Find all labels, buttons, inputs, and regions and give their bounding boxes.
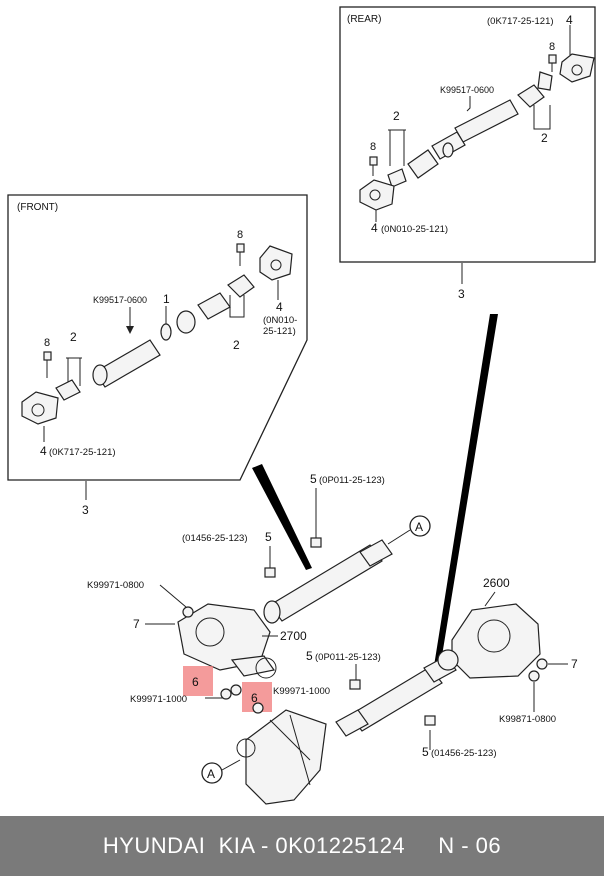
svg-text:A: A [207,767,215,781]
lower-label-6b: 6 [251,691,258,705]
highlight-label-6a [183,666,213,696]
lower-code-01456-bottom: (01456-25-123) [431,748,497,759]
rear-detail-box: (REAR) 4 (0K717-25-121) 8 K99517-0600 2 [339,6,596,263]
lower-label-5-mid: 5 [306,649,313,663]
upper-propeller-shaft [263,539,393,624]
front-label-k99517: K99517-0600 [93,295,147,305]
front-code-right-2: 25-121) [263,326,296,337]
rear-universal-joint-bottom [387,149,439,188]
rear-box-title: (REAR) [347,14,381,25]
rear-differential-2600 [437,603,541,679]
rear-label-4-top: 4 [566,13,573,27]
front-snap-ring [160,323,172,341]
lower-label-2600: 2600 [483,576,510,590]
front-detail-box: (FRONT) 8 4 (0N010- 25-121) 2 1 K99517-0… [7,194,308,481]
parts-diagram: (REAR) 4 (0K717-25-121) 8 K99517-0600 2 [7,6,596,805]
lower-code-5-top: (0P011-25-123) [319,475,385,486]
marker-a-top: A [409,515,431,537]
rear-flange-yoke-bottom [359,179,395,222]
rear-code-bottom: (0N010-25-121) [381,224,448,235]
marker-a-bottom: A [201,762,223,784]
lower-label-5-top: 5 [310,472,317,486]
nut-left-top [182,606,194,618]
front-label-8b: 8 [44,337,50,349]
rear-label-k99517: K99517-0600 [440,85,494,95]
nut-right-bottom [528,670,540,682]
front-code-bottom: (0K717-25-121) [49,447,116,458]
rear-label-8b: 8 [370,141,376,153]
bolt-5-bottom [424,715,436,726]
lower-label-k99971-1000-left: K99971-1000 [130,694,187,705]
bolt-5-top [310,537,322,548]
lower-label-7-right: 7 [571,657,578,671]
bolt-5-mid [349,679,361,690]
rear-leader-wedge [434,314,498,668]
nut-6a [220,688,232,700]
front-bolt-8-top [236,243,245,266]
front-label-1: 1 [163,292,170,306]
transfer-case [236,709,327,805]
front-label-8: 8 [237,229,243,241]
front-box-title: (FRONT) [17,202,58,213]
front-universal-joint-bottom [21,379,81,442]
rear-bolt-8-top [548,54,557,72]
nut-right-top [536,658,548,670]
nut-6b [230,684,242,696]
front-code-right-1: (0N010- [263,315,297,326]
rear-bolt-8-bottom [369,156,378,176]
front-label-2b: 2 [70,330,77,344]
rear-label-4-bottom: 4 [371,221,378,235]
front-dust-seal [176,310,196,334]
front-label-4-bottom: 4 [40,444,47,458]
rear-universal-joint-top [517,71,553,108]
lower-assembly: 5 (0P011-25-123) A (01456-25-123) 5 2700… [87,472,578,805]
front-label-4: 4 [276,300,283,314]
rear-callout-3: 3 [458,287,465,301]
rear-propeller-shaft [431,99,519,160]
rear-label-2b: 2 [541,131,548,145]
footer-part-number: HYUNDAI KIA - 0K01225124 N - 06 [0,816,604,876]
lower-label-5-left: 5 [265,530,272,544]
lower-label-2700: 2700 [280,629,307,643]
front-differential-2700 [177,603,277,679]
bolt-5-left [264,567,276,578]
rear-label-8: 8 [549,41,555,53]
front-propeller-shaft [92,339,161,388]
lower-code-5-mid: (0P011-25-123) [315,652,381,663]
lower-label-k99971-left: K99971-0800 [87,580,144,591]
rear-label-2a: 2 [393,109,400,123]
front-universal-joint-top [197,274,255,320]
lower-code-01456-left: (01456-25-123) [182,533,248,544]
rear-code-top: (0K717-25-121) [487,16,554,27]
front-flange-yoke [259,245,293,300]
lower-label-6a: 6 [192,675,199,689]
nut-6c [252,702,264,714]
front-callout-3: 3 [82,503,89,517]
rear-flange-yoke-top [559,25,595,83]
lower-label-5-bottom: 5 [422,745,429,759]
lower-label-7-left: 7 [133,617,140,631]
front-leader-wedge [252,464,312,570]
svg-text:A: A [415,520,423,534]
front-bolt-8-bottom [43,351,52,378]
lower-label-k99871-right: K99871-0800 [499,714,556,725]
front-label-2a: 2 [233,338,240,352]
lower-propeller-shaft [335,655,457,737]
lower-label-k99971-1000-mid: K99971-1000 [273,686,330,697]
